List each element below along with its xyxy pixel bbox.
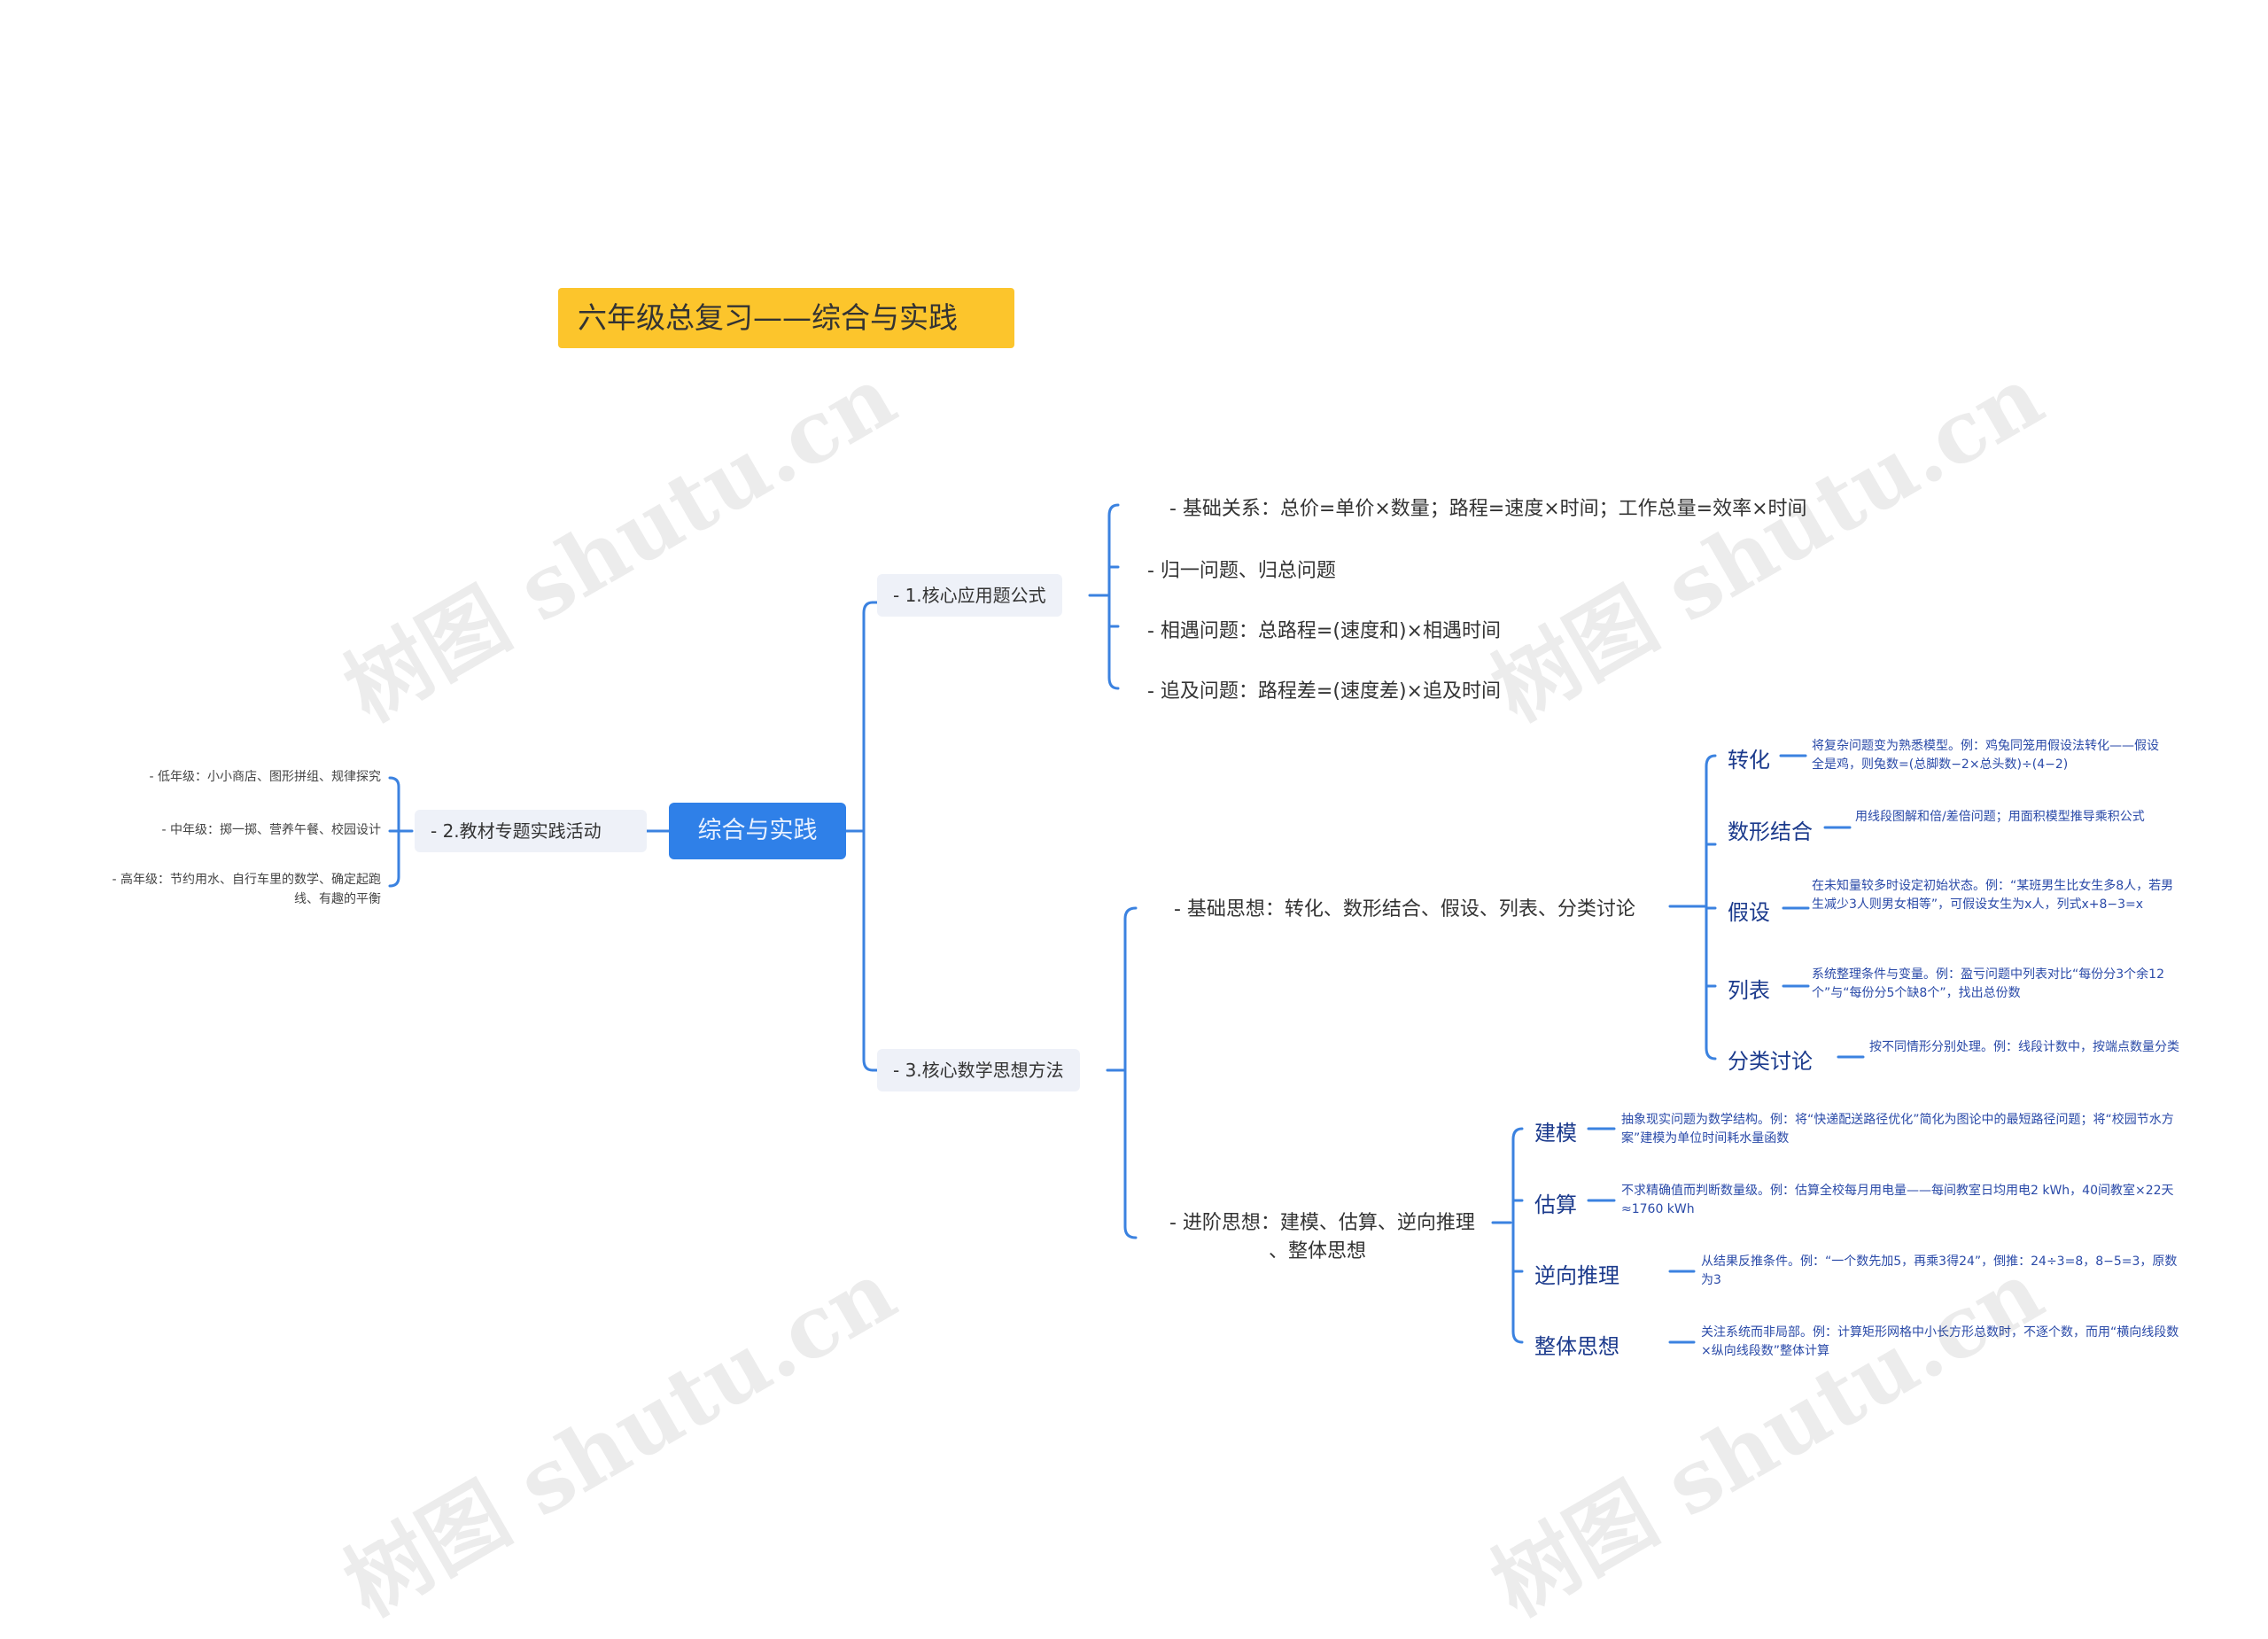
method-assume[interactable]: 假设 bbox=[1728, 900, 1770, 925]
method-transform[interactable]: 转化 bbox=[1728, 748, 1770, 773]
method-modeling-desc: 抽象现实问题为数学结构。例：将“快递配送路径优化”简化为图论中的最短路径问题；将… bbox=[1621, 1113, 2174, 1146]
method-table-desc: 系统整理条件与变量。例：盈亏问题中列表对比“每份分3个余12个”与“每份分5个缺… bbox=[1812, 967, 2164, 1000]
document-title[interactable]: 六年级总复习——综合与实践 bbox=[558, 288, 1014, 348]
activity-middle-grade[interactable]: - 中年级：掷一掷、营养午餐、校园设计 bbox=[161, 823, 381, 837]
branch-node-activities[interactable]: - 2.教材专题实践活动 bbox=[415, 810, 647, 852]
method-number-shape-desc: 用线段图解和倍/差倍问题；用面积模型推导乘积公式 bbox=[1855, 810, 2145, 824]
advanced-thoughts-node-line2: 、整体思想 bbox=[1269, 1240, 1367, 1262]
method-modeling[interactable]: 建模 bbox=[1534, 1121, 1577, 1146]
method-reverse[interactable]: 逆向推理 bbox=[1534, 1263, 1619, 1288]
method-estimate-desc: 不求精确值而判断数量级。例：估算全校每月用电量——每间教室日均用电2 kWh，4… bbox=[1621, 1184, 2174, 1216]
method-holistic-desc: 关注系统而非局部。例：计算矩形网格中小长方形总数时，不逐个数，而用“横向线段数×… bbox=[1701, 1325, 2179, 1358]
method-transform-desc: 将复杂问题变为熟悉模型。例：鸡兔同笼用假设法转化——假设全是鸡，则兔数=(总脚数… bbox=[1812, 739, 2159, 772]
formula-meeting[interactable]: - 相遇问题：总路程=(速度和)×相遇时间 bbox=[1147, 620, 1501, 642]
branch-node-methods[interactable]: - 3.核心数学思想方法 bbox=[877, 1049, 1080, 1091]
formula-basic-relations[interactable]: - 基础关系：总价=单价×数量；路程=速度×时间；工作总量=效率×时间 bbox=[1169, 498, 1807, 520]
method-table[interactable]: 列表 bbox=[1728, 978, 1770, 1003]
formula-chasing[interactable]: - 追及问题：路程差=(速度差)×追及时间 bbox=[1147, 680, 1501, 703]
formula-unit-total[interactable]: - 归一问题、归总问题 bbox=[1147, 560, 1336, 582]
method-estimate[interactable]: 估算 bbox=[1534, 1192, 1577, 1217]
activity-lower-grade[interactable]: - 低年级：小小商店、图形拼组、规律探究 bbox=[149, 770, 381, 784]
method-classify[interactable]: 分类讨论 bbox=[1728, 1049, 1813, 1074]
basic-thoughts-node[interactable]: - 基础思想：转化、数形结合、假设、列表、分类讨论 bbox=[1174, 898, 1635, 920]
advanced-thoughts-node[interactable]: - 进阶思想：建模、估算、逆向推理 bbox=[1169, 1212, 1475, 1234]
method-assume-desc: 在未知量较多时设定初始状态。例：“某班男生比女生多8人，若男生减少3人则男女相等… bbox=[1812, 879, 2174, 912]
activity-upper-grade[interactable]: - 高年级：节约用水、自行车里的数学、确定起跑线、有趣的平衡 bbox=[112, 873, 381, 906]
method-holistic[interactable]: 整体思想 bbox=[1534, 1334, 1619, 1359]
root-node[interactable]: 综合与实践 bbox=[669, 803, 846, 859]
branch-node-formulas[interactable]: - 1.核心应用题公式 bbox=[877, 574, 1062, 617]
method-number-shape[interactable]: 数形结合 bbox=[1728, 820, 1813, 844]
method-classify-desc: 按不同情形分别处理。例：线段计数中，按端点数量分类 bbox=[1869, 1040, 2179, 1054]
method-reverse-desc: 从结果反推条件。例：“一个数先加5，再乘3得24”，倒推：24÷3=8，8−5=… bbox=[1701, 1254, 2178, 1287]
